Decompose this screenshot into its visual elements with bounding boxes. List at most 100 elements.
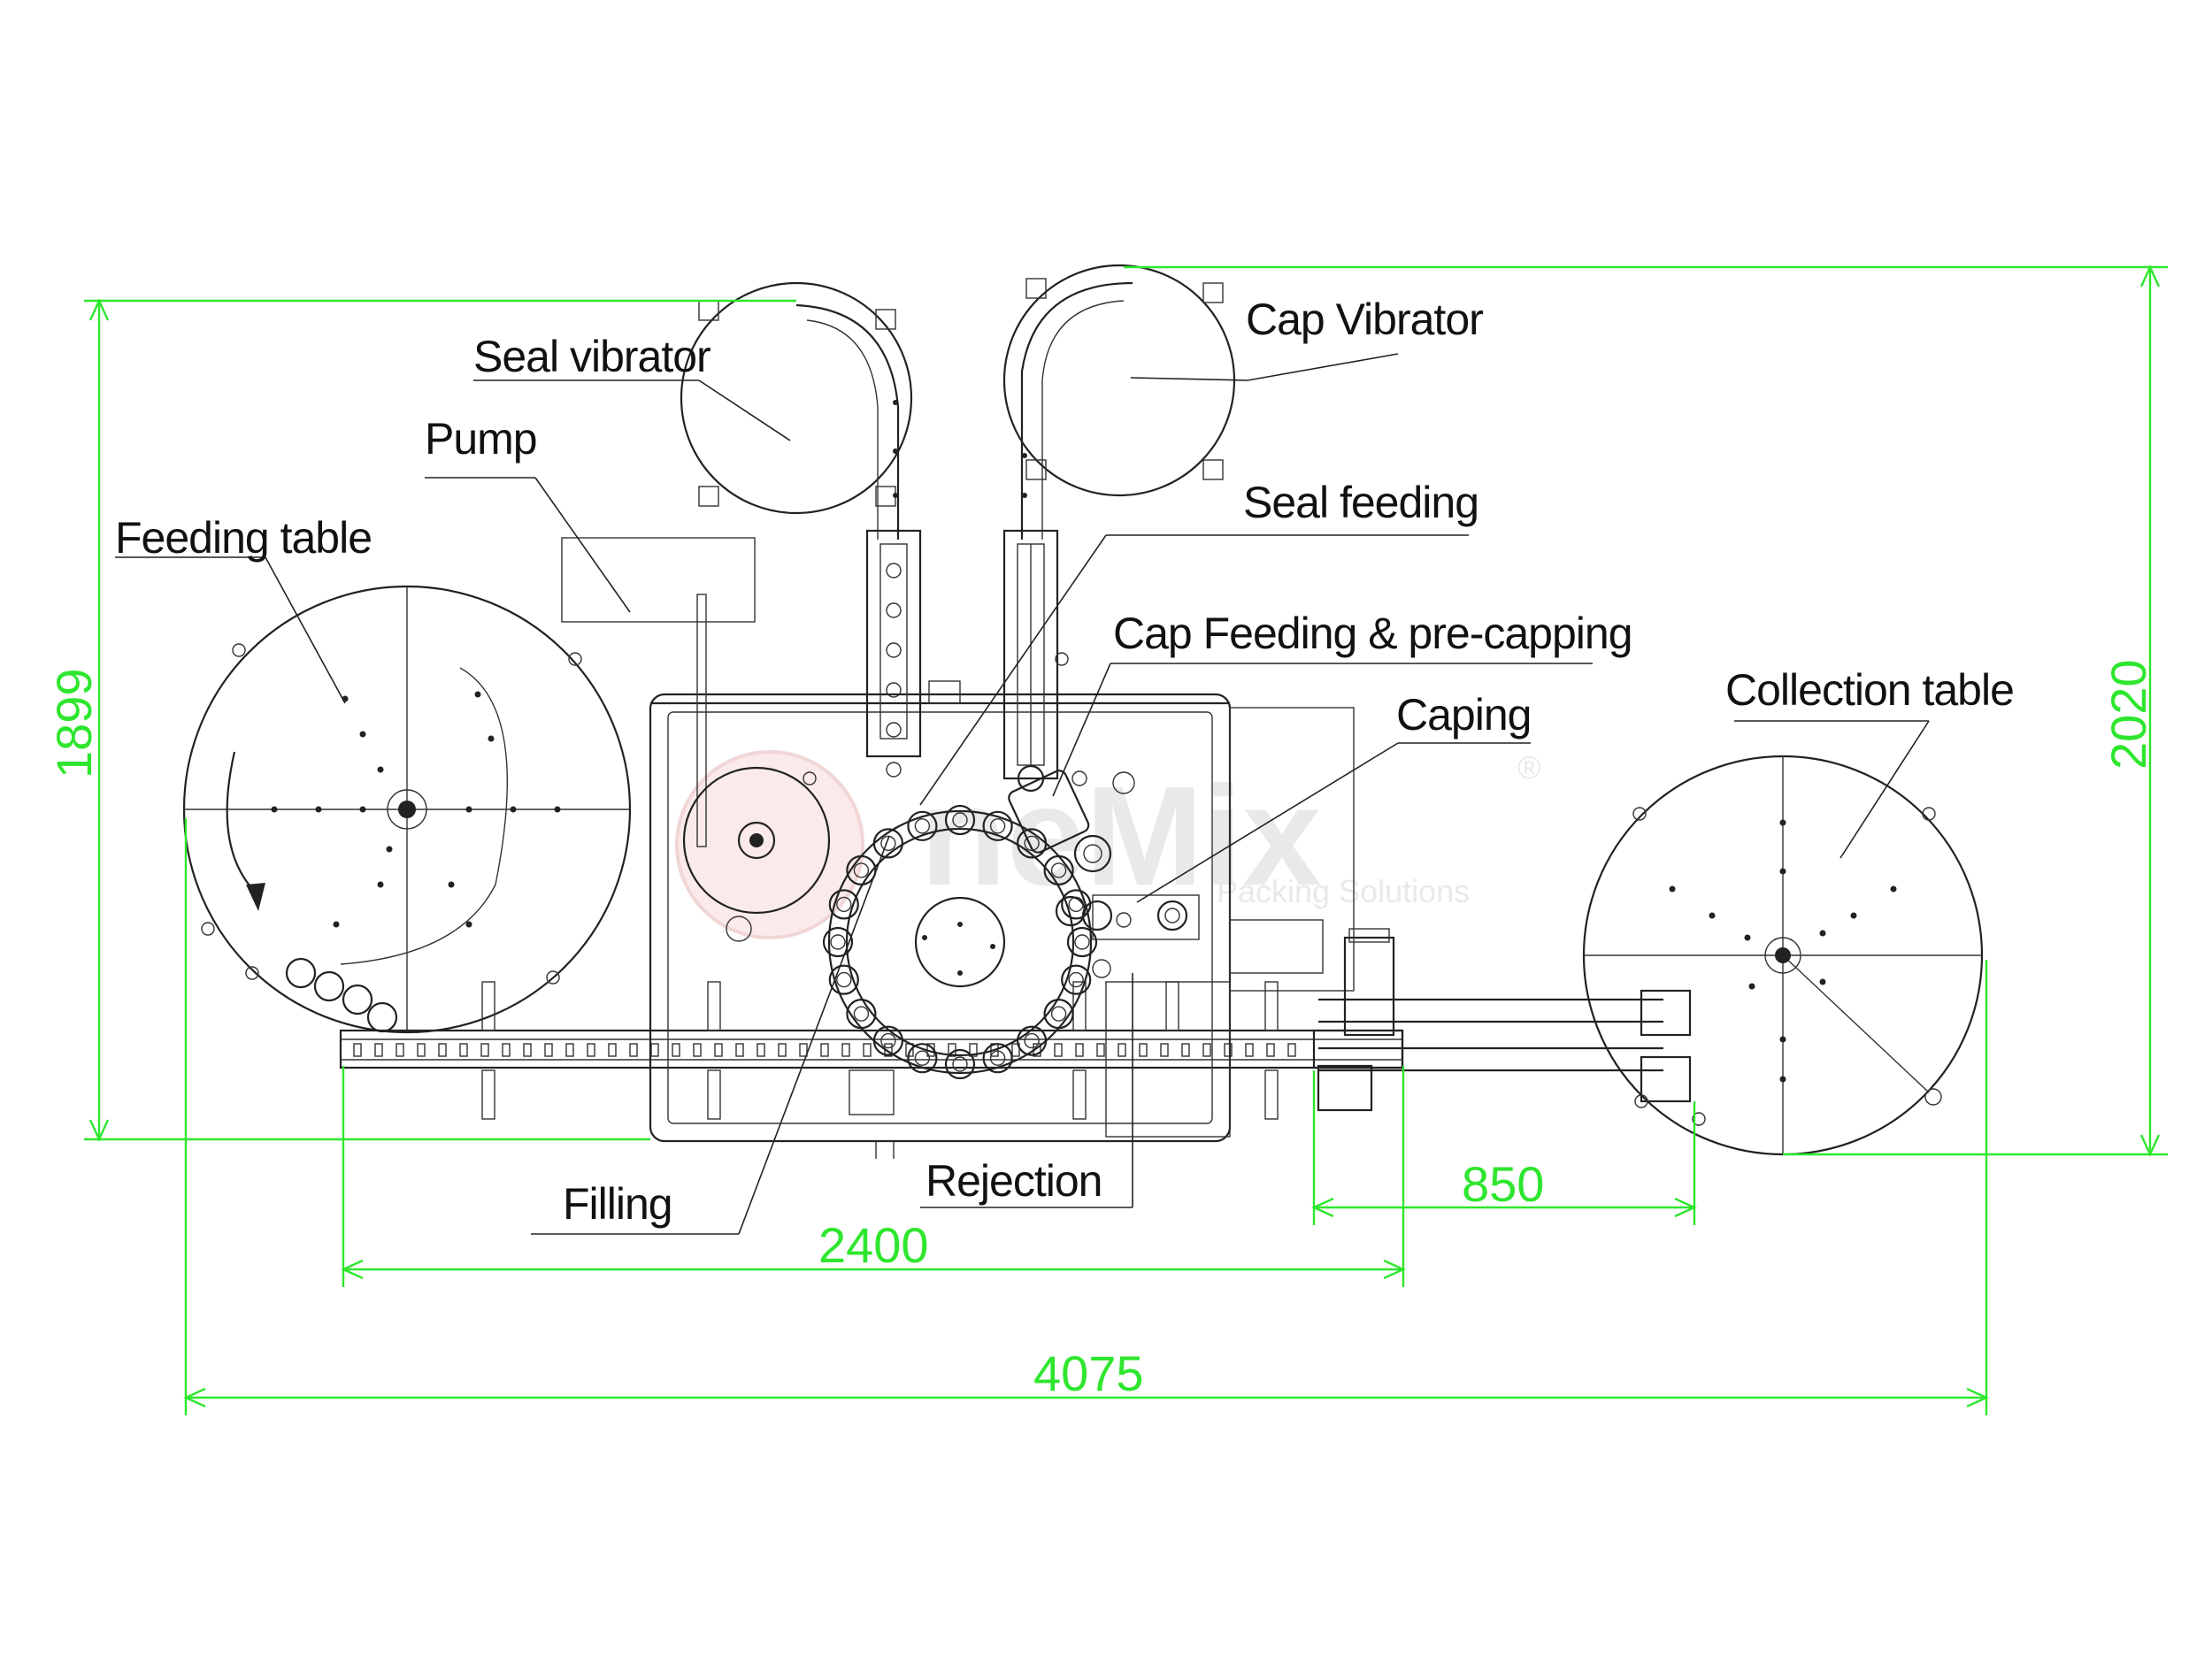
turret-disc	[827, 809, 1093, 1075]
conveyor-slat	[353, 1043, 362, 1057]
turret-pocket	[822, 926, 854, 958]
conveyor-slat	[650, 1043, 659, 1057]
feeding-table	[182, 585, 632, 1034]
watermark-mark: ®	[1517, 749, 1541, 786]
conveyor-slat	[969, 1043, 978, 1057]
conveyor-slat	[417, 1043, 426, 1057]
turret-pocket	[872, 1025, 904, 1056]
turret-pocket	[1043, 854, 1074, 886]
conveyor-slat	[1181, 1043, 1190, 1057]
dim-height-left: 1899	[46, 668, 102, 778]
dimension-labels: 1899 2020 2400 850 4075	[46, 659, 2156, 1401]
turret-pockets	[822, 804, 1098, 1080]
conveyor-slat	[459, 1043, 468, 1057]
conveyor-slat	[1118, 1043, 1126, 1057]
conveyor-slat	[714, 1043, 723, 1057]
label-filling: Filling	[563, 1179, 672, 1229]
watermark-tagline: Packing Solutions	[1217, 873, 1470, 909]
turret-pocket	[982, 810, 1013, 841]
filling-turret	[822, 804, 1098, 1080]
conveyor-slat	[841, 1043, 850, 1057]
label-cap-feeding-precapping: Cap Feeding & pre-capping	[1113, 609, 1632, 658]
conveyor-slat	[1202, 1043, 1211, 1057]
turret-pocket	[907, 810, 938, 841]
conveyor-slat	[544, 1043, 553, 1057]
component-labels: Seal vibrator Cap Vibrator Pump Seal fee…	[115, 295, 2015, 1229]
conveyor-slat	[1287, 1043, 1296, 1057]
conveyor-slat	[629, 1043, 638, 1057]
turret-pocket	[1016, 828, 1048, 859]
conveyor-slat	[1139, 1043, 1148, 1057]
turret-pocket	[846, 854, 877, 886]
seal-wheel	[682, 766, 831, 942]
conveyor-slat	[1011, 1043, 1020, 1057]
conveyor-slat	[1160, 1043, 1169, 1057]
conveyor-slat	[1096, 1043, 1105, 1057]
conveyor-slat	[863, 1043, 872, 1057]
label-collection-table: Collection table	[1725, 665, 2014, 715]
label-caping: Caping	[1396, 690, 1531, 740]
turret-pocket	[872, 828, 904, 859]
label-pump: Pump	[425, 414, 537, 464]
rotation-arrow	[226, 751, 257, 894]
conveyor-slat	[778, 1043, 787, 1057]
conveyor-slat	[608, 1043, 617, 1057]
cap-vibrator	[1002, 264, 1236, 780]
conveyor-slat	[1075, 1043, 1084, 1057]
conveyor-slat	[1224, 1043, 1233, 1057]
turret-pocket	[944, 804, 976, 836]
label-seal-vibrator: Seal vibrator	[473, 332, 710, 381]
dimension-lines	[84, 264, 2168, 1415]
turret-pocket	[944, 1048, 976, 1080]
conveyor-slat	[757, 1043, 765, 1057]
rotation-arrow-head-icon	[246, 883, 265, 911]
capping-heads	[1008, 764, 1200, 978]
leader-lines	[115, 353, 1930, 1235]
label-cap-vibrator: Cap Vibrator	[1246, 295, 1483, 344]
dim-overall-length: 4075	[1033, 1345, 1144, 1401]
dim-conveyor-length: 2400	[818, 1217, 929, 1273]
seal-wheel-disc	[682, 766, 831, 915]
seal-vibrator	[680, 281, 961, 778]
pump-box	[561, 537, 756, 623]
conveyor-slat	[396, 1043, 404, 1057]
dim-height-right: 2020	[2101, 659, 2156, 770]
turret-pocket	[1061, 964, 1092, 995]
conveyor-slat	[693, 1043, 702, 1057]
conveyor-slat	[1054, 1043, 1063, 1057]
conveyor-slat	[672, 1043, 680, 1057]
watermark-logo-icon	[675, 750, 864, 939]
label-feeding-table: Feeding table	[115, 513, 372, 563]
turret-pocket	[846, 998, 877, 1030]
turret-pocket	[1066, 926, 1098, 958]
conveyor-slat	[438, 1043, 447, 1057]
collection-table	[1582, 755, 1984, 1156]
conveyor-slat	[565, 1043, 574, 1057]
conveyor-slat	[1266, 1043, 1275, 1057]
conveyor-slat	[523, 1043, 532, 1057]
conveyor-slat	[374, 1043, 383, 1057]
pump	[561, 537, 756, 847]
cap-vibrator-bowl	[1002, 264, 1236, 497]
conveyor-slat	[502, 1043, 511, 1057]
conveyor-slat	[820, 1043, 829, 1057]
conveyor-slat	[1245, 1043, 1254, 1057]
turret-pocket	[828, 964, 859, 995]
turret-pocket	[982, 1043, 1013, 1074]
conveyor-slat	[480, 1043, 489, 1057]
turret-pocket	[1016, 1025, 1048, 1056]
conveyor-slat	[587, 1043, 595, 1057]
label-seal-feeding: Seal feeding	[1243, 478, 1479, 527]
conveyor	[339, 989, 1692, 1112]
conveyor-slat	[799, 1043, 808, 1057]
turret-pocket	[828, 889, 859, 920]
label-rejection: Rejection	[926, 1156, 1102, 1206]
turret-pocket	[907, 1043, 938, 1074]
conveyor-slat	[735, 1043, 744, 1057]
conveyor-slats	[353, 1043, 1296, 1057]
turret-pocket	[1043, 998, 1074, 1030]
seal-vibrator-bowl	[680, 281, 913, 515]
dim-collection-offset: 850	[1462, 1156, 1544, 1212]
